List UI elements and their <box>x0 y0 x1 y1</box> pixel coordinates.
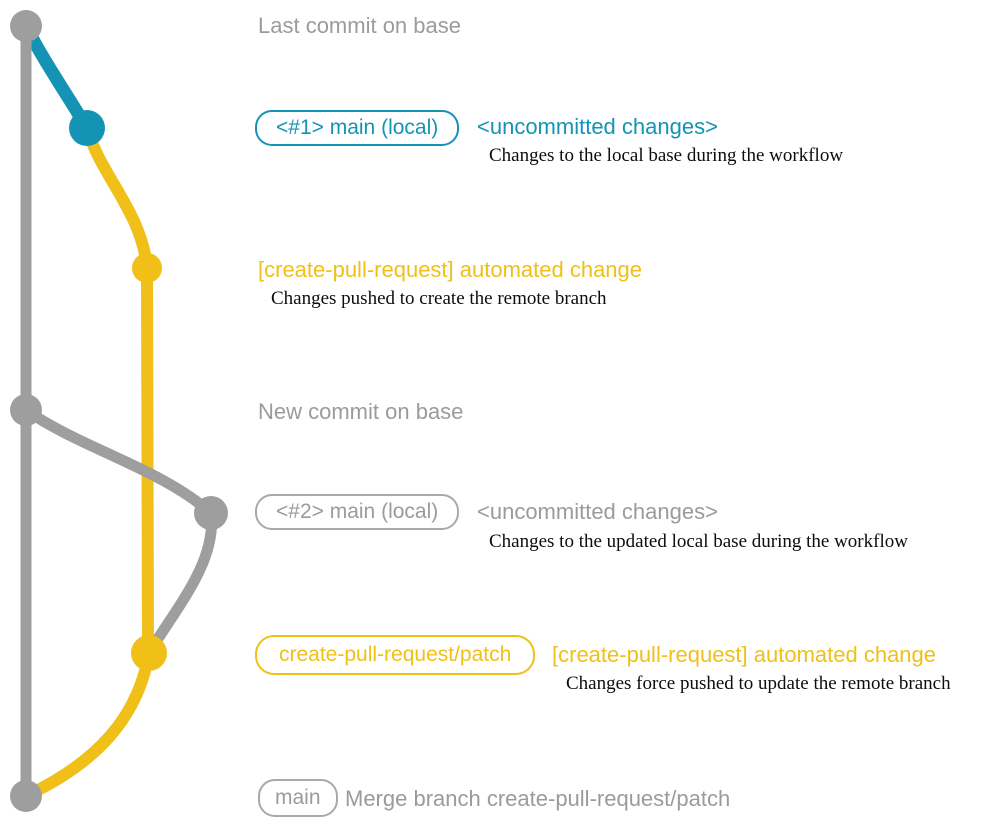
commit-dot-local-1 <box>69 110 105 146</box>
commit-dot-new-base <box>10 394 42 426</box>
description-updated-local-base-changes: Changes to the updated local base during… <box>489 531 908 552</box>
patch-branch-line <box>141 267 154 654</box>
label-automated-change-1: [create-pull-request] automated change <box>258 257 643 282</box>
description-force-push-update-branch: Changes force pushed to update the remot… <box>566 673 951 694</box>
description-push-create-branch: Changes pushed to create the remote bran… <box>271 288 607 309</box>
commit-dot-patch-1 <box>132 253 162 283</box>
commit-dot-last-base <box>10 10 42 42</box>
local-update-branch-path <box>20 404 217 519</box>
patch-branch-merge-path <box>20 647 155 802</box>
commit-dot-local-2 <box>194 496 228 530</box>
uncommitted-changes-label-2: <uncommitted changes> <box>477 499 718 524</box>
label-last-commit-on-base: Last commit on base <box>258 13 461 38</box>
patch-branch-top-path <box>81 122 153 274</box>
branch-badge-main: main <box>258 779 338 817</box>
label-merge-branch: Merge branch create-pull-request/patch <box>345 786 731 811</box>
uncommitted-changes-label-1: <uncommitted changes> <box>477 114 718 139</box>
branch-badge-main-local-1: <#1> main (local) <box>255 110 460 146</box>
branch-badge-main-local-2: <#2> main (local) <box>255 494 460 530</box>
description-local-base-changes: Changes to the local base during the wor… <box>489 145 844 166</box>
commit-dot-merge <box>10 780 42 812</box>
commit-dot-patch-2 <box>131 635 167 671</box>
label-automated-change-2: [create-pull-request] automated change <box>552 642 937 667</box>
branch-badge-patch: create-pull-request/patch <box>255 635 536 675</box>
local-rebase-path <box>143 507 218 659</box>
label-new-commit-on-base: New commit on base <box>258 399 464 424</box>
